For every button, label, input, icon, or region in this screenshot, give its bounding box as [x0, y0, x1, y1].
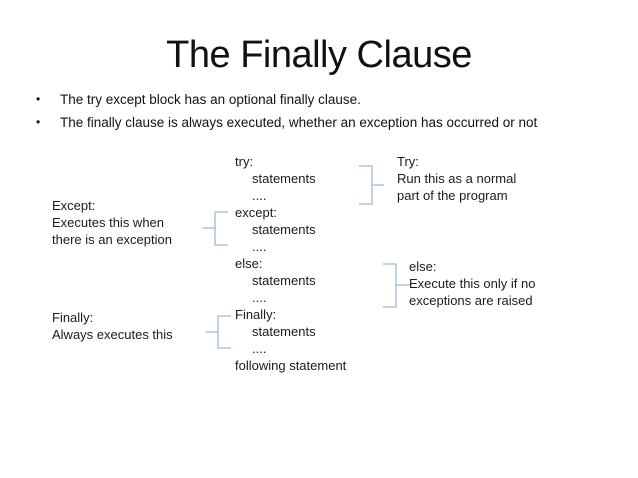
bullet-list: • The try except block has an optional f… [36, 88, 628, 134]
except-annotation: Except: Executes this when there is an e… [52, 197, 172, 248]
code-line: statements [252, 324, 316, 339]
code-line: Finally: [235, 307, 277, 322]
code-line: statements [252, 171, 316, 186]
code-line: try: [235, 154, 254, 169]
code-line: else: [235, 256, 263, 271]
bullet-item: • The try except block has an optional f… [36, 88, 628, 111]
code-line: .... [252, 239, 267, 254]
code-line: statements [252, 222, 316, 237]
try-brace-icon [359, 165, 384, 205]
annotation-line: Executes this when [52, 215, 165, 230]
code-line: .... [252, 341, 267, 356]
code-line: except: [235, 205, 277, 220]
code-line: .... [252, 290, 267, 305]
bullet-item: • The finally clause is always executed,… [36, 111, 628, 134]
annotation-line: there is an exception [52, 232, 172, 247]
annotation-line: Execute this only if no [409, 276, 536, 291]
bullet-text: The try except block has an optional fin… [60, 92, 361, 107]
code-line: .... [252, 188, 267, 203]
annotation-line: else: [409, 259, 437, 274]
except-brace-icon [202, 211, 228, 246]
finally-annotation: Finally: Always executes this [52, 309, 173, 343]
code-line: statements [252, 273, 316, 288]
annotation-line: part of the program [397, 188, 508, 203]
annotation-line: exceptions are raised [409, 293, 533, 308]
bullet-text: The finally clause is always executed, w… [60, 115, 538, 130]
annotation-line: Always executes this [52, 327, 173, 342]
else-brace-icon [383, 263, 410, 308]
annotation-line: Run this as a normal [397, 171, 517, 186]
code-block: try: statements .... except: statements … [235, 153, 346, 374]
annotation-line: Try: [397, 154, 419, 169]
bullet-marker-icon: • [36, 115, 41, 129]
annotation-line: Finally: [52, 310, 94, 325]
annotation-line: Except: [52, 198, 96, 213]
else-annotation: else: Execute this only if no exceptions… [409, 258, 535, 309]
slide-title: The Finally Clause [166, 34, 472, 76]
bullet-marker-icon: • [36, 92, 41, 106]
try-annotation: Try: Run this as a normal part of the pr… [397, 153, 516, 204]
code-line: following statement [235, 358, 347, 373]
finally-brace-icon [206, 315, 231, 349]
